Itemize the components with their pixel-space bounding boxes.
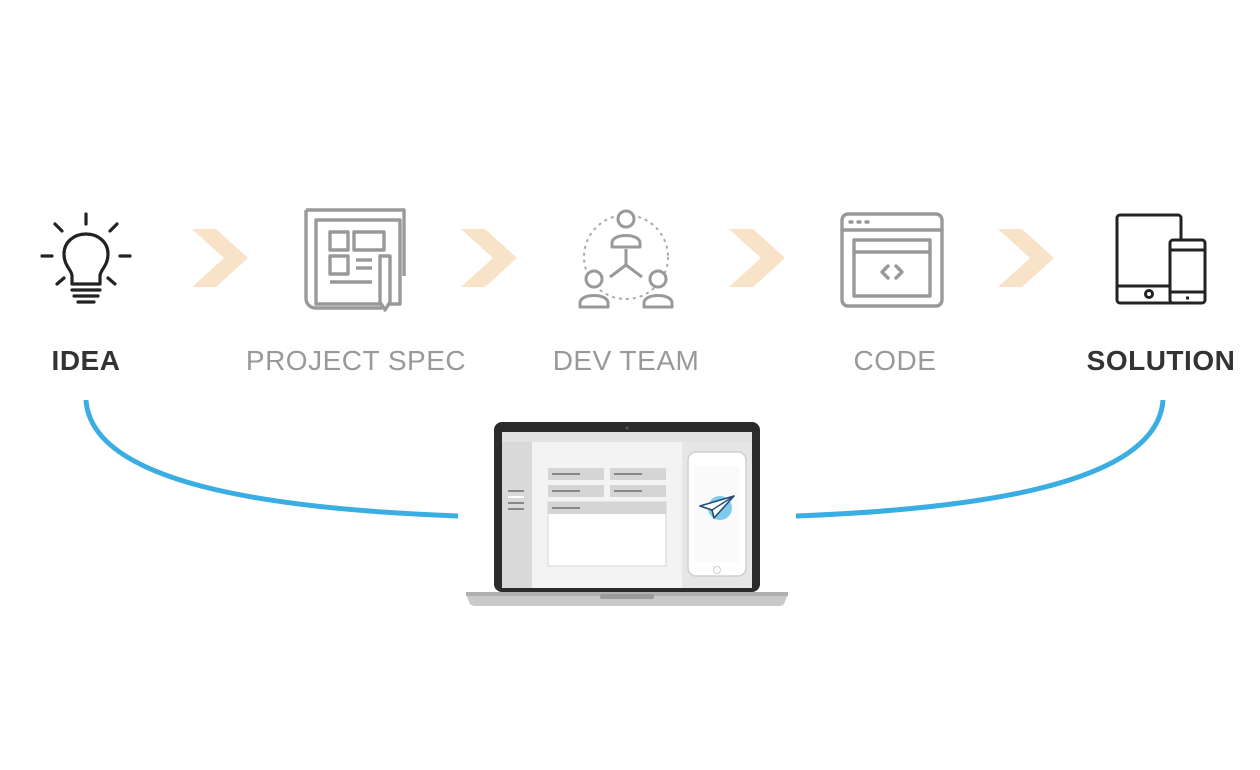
team-network-icon: [578, 209, 674, 309]
code-window-icon: [840, 212, 944, 308]
screen-sidebar: [502, 442, 532, 588]
laptop-icon: [466, 422, 788, 606]
chevron-right-icon: [461, 229, 517, 287]
chevron-right-icon: [729, 229, 785, 287]
arc-left: [83, 399, 459, 519]
tablet-phone-icon: [1115, 213, 1207, 305]
chevron-right-icon: [192, 229, 248, 287]
document-spec-icon: [304, 208, 406, 312]
step-label-solution: SOLUTION: [1086, 345, 1236, 376]
lightbulb-icon: [40, 212, 132, 304]
step-label-code: CODE: [853, 345, 937, 376]
step-label-project-spec: PROJECT SPEC: [245, 345, 467, 376]
laptop-base: [466, 594, 788, 606]
arc-right: [795, 399, 1166, 519]
chevron-right-icon: [998, 229, 1054, 287]
step-label-idea: IDEA: [51, 345, 121, 376]
paper-plane-icon: [699, 495, 735, 519]
step-label-dev-team: DEV TEAM: [552, 345, 700, 376]
